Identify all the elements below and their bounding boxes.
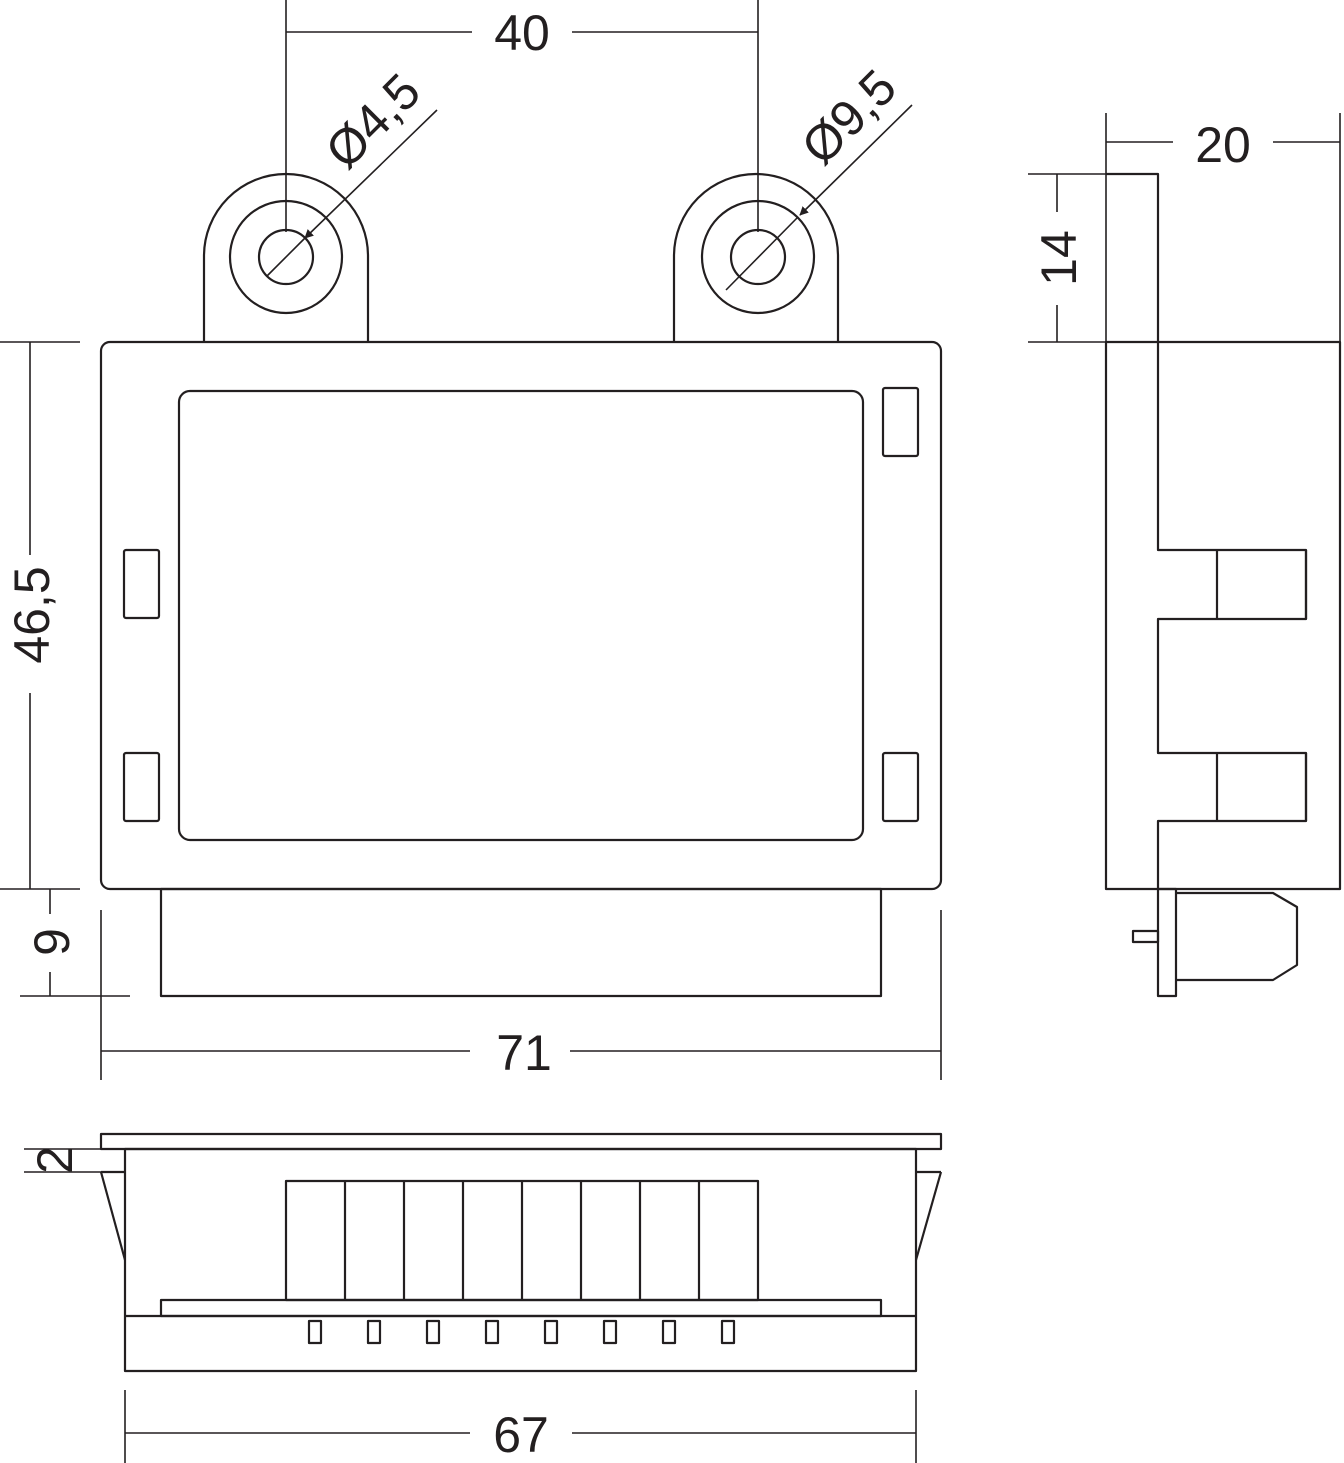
side-mounting-lug (1106, 172, 1160, 342)
side-connector-plug (1176, 891, 1299, 982)
dimension-40: 40 (285, 0, 759, 232)
terminal-block (284, 1179, 760, 1302)
dimension-71-label: 71 (496, 1025, 552, 1081)
bottom-right-clip (914, 1171, 943, 1261)
terminal-pins (307, 1319, 736, 1345)
terminal-pin (720, 1319, 736, 1345)
dimension-9: 9 (20, 889, 130, 997)
dimension-9-label: 9 (24, 928, 80, 956)
bottom-pcb (159, 1298, 883, 1318)
terminal-pin (543, 1319, 559, 1345)
right-mounting-lug (672, 172, 840, 342)
bottom-left-clip (99, 1171, 127, 1261)
dimension-hole-large-label: Ø9,5 (791, 59, 907, 175)
connector-strip (159, 887, 883, 998)
terminal-pin (425, 1319, 441, 1345)
dimension-67: 67 (124, 1390, 917, 1463)
dimension-67-label: 67 (493, 1407, 549, 1463)
clip-slot-left-bottom (122, 751, 161, 823)
terminal-pin (661, 1319, 677, 1345)
front-view (99, 172, 943, 998)
bottom-front-plate (99, 1132, 943, 1151)
dimension-71: 71 (100, 910, 942, 1081)
dimension-2: 2 (24, 1146, 125, 1174)
dimension-14-label: 14 (1031, 230, 1087, 286)
dimension-20-label: 20 (1195, 117, 1251, 173)
side-connector-pin (1131, 929, 1160, 944)
dimension-hole-diameter-small: Ø4,5 (266, 63, 438, 277)
front-body-outline (99, 340, 943, 891)
side-view (1104, 172, 1342, 998)
terminal-pin (602, 1319, 618, 1345)
clip-slot-left-mid (122, 548, 161, 620)
side-body-profile (1156, 342, 1308, 889)
terminal-pin (484, 1319, 500, 1345)
dimension-20: 20 (1105, 113, 1341, 342)
dimension-14: 14 (1028, 173, 1106, 343)
bottom-view (99, 1132, 943, 1373)
clip-slot-top-right (881, 386, 920, 458)
dimension-46-5-label: 46,5 (4, 566, 60, 663)
side-connector-base (1156, 887, 1178, 998)
clip-slot-right-bottom (881, 751, 920, 823)
terminal-pin (307, 1319, 323, 1345)
dimension-hole-small-label: Ø4,5 (315, 63, 431, 179)
terminal-pin (366, 1319, 382, 1345)
front-window (177, 389, 865, 842)
bottom-body (123, 1147, 918, 1373)
dimension-2-label: 2 (27, 1146, 83, 1174)
dimension-40-label: 40 (494, 5, 550, 61)
side-front-plate (1104, 340, 1342, 891)
dimension-46-5: 46,5 (0, 341, 80, 890)
